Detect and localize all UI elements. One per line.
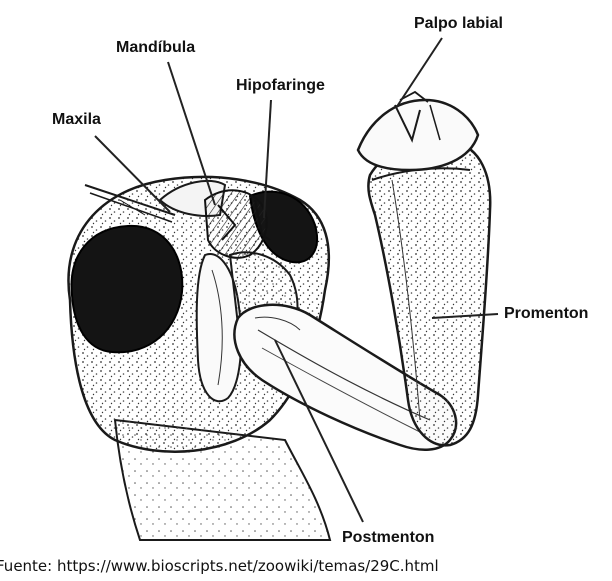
leader-palpo-labial xyxy=(396,38,442,108)
label-postmenton: Postmenton xyxy=(342,528,434,548)
label-mandibula: Mandíbula xyxy=(116,38,195,58)
label-hipofaringe: Hipofaringe xyxy=(236,76,325,96)
labial-palps xyxy=(358,92,478,170)
label-palpo-labial: Palpo labial xyxy=(414,14,503,34)
label-promenton: Promenton xyxy=(504,304,588,324)
label-maxila: Maxila xyxy=(52,110,101,130)
source-caption: Fuente: https://www.bioscripts.net/zoowi… xyxy=(0,556,439,576)
